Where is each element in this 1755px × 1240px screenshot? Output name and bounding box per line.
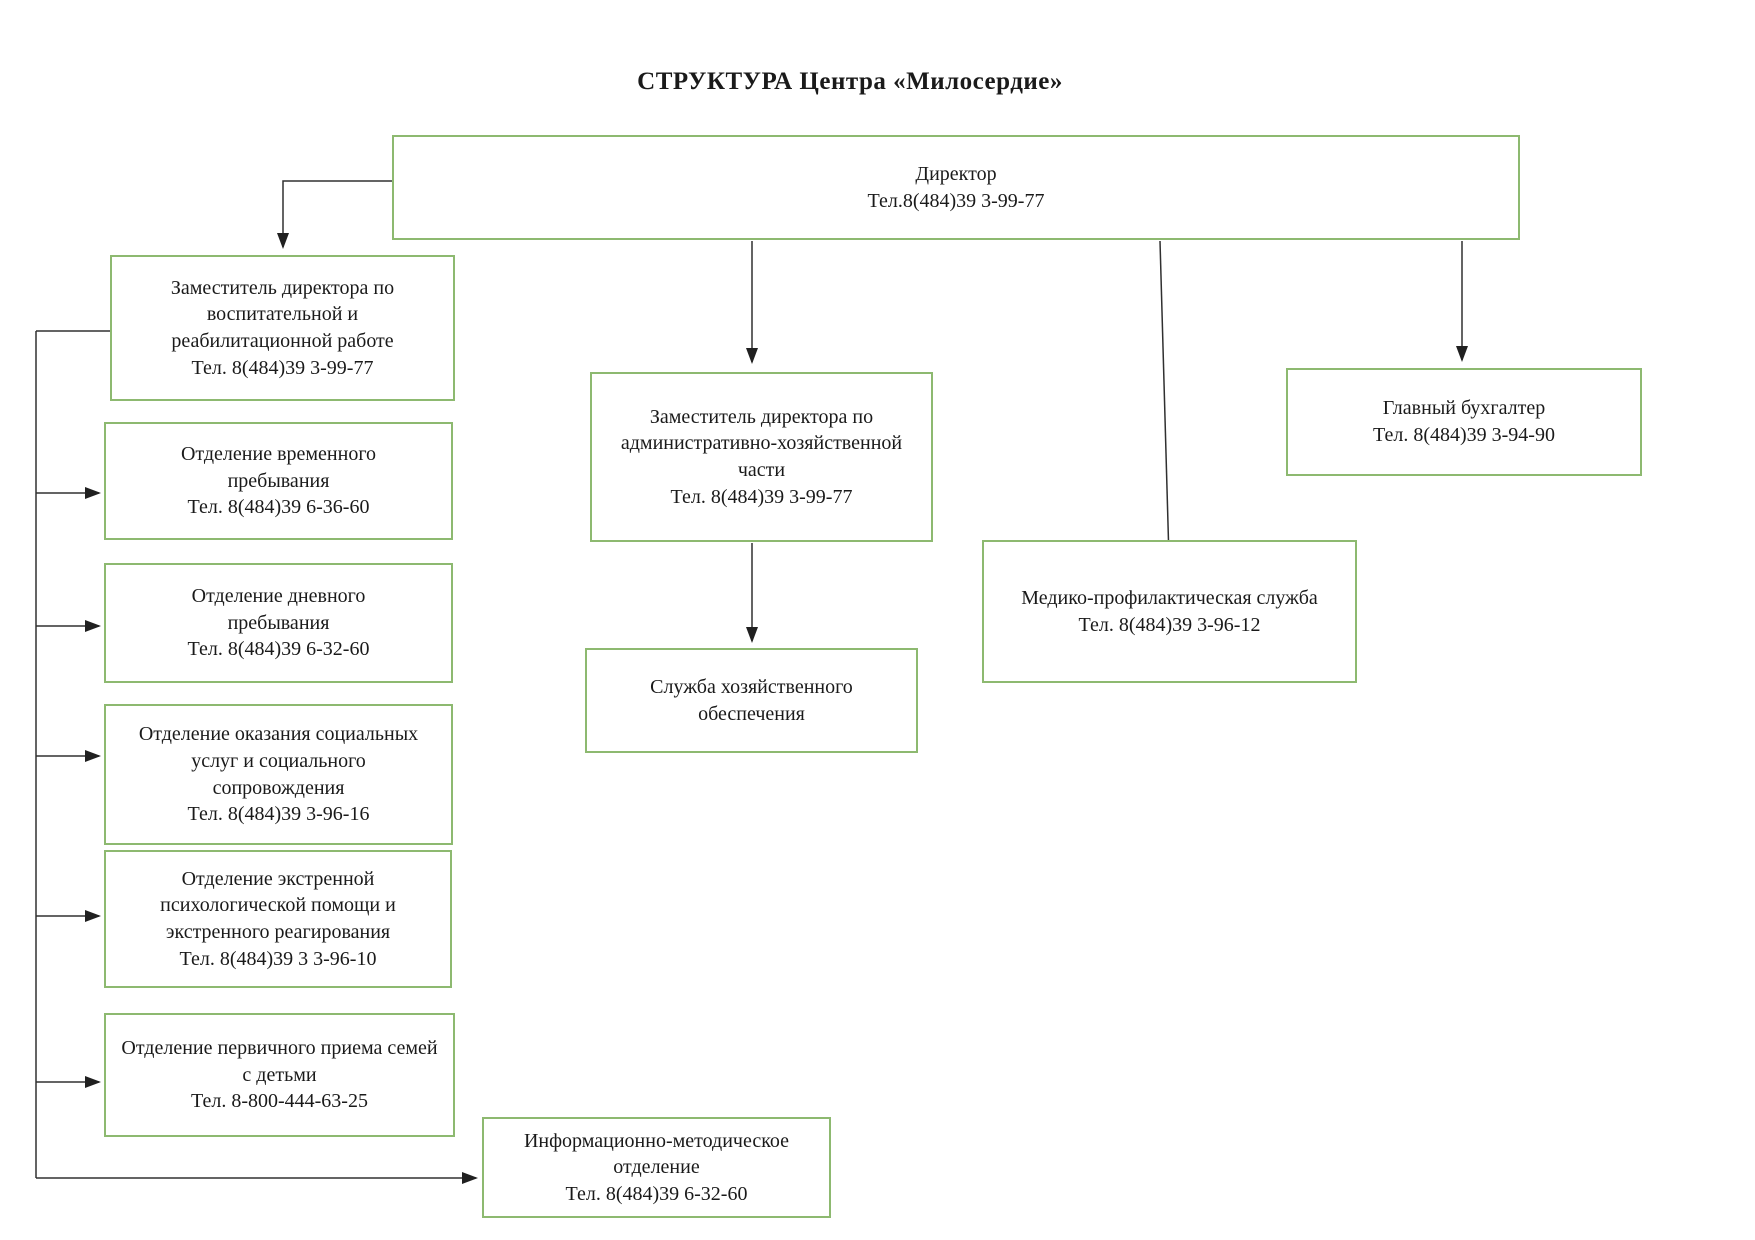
page-title: СТРУКТУРА Центра «Милосердие» <box>637 68 1063 95</box>
box-household-service: Служба хозяйственного обеспечения <box>585 648 918 753</box>
box-social-services: Отделение оказания социальных услуг и со… <box>104 704 453 845</box>
box-medical-service-name: Медико-профилактическая служба <box>1021 586 1318 609</box>
box-psychological-help-phone: Тел. 8(484)39 3 3-96-10 <box>179 947 377 970</box>
box-information-methodical-phone: Тел. 8(484)39 6-32-60 <box>565 1182 748 1205</box>
box-day-stay-name: Отделение дневного пребывания <box>191 585 366 634</box>
box-psychological-help-name: Отделение экстренной психологической пом… <box>160 867 396 943</box>
box-primary-intake-phone: Тел. 8-800-444-63-25 <box>191 1090 368 1113</box>
box-information-methodical: Информационно-методическое отделение Тел… <box>482 1117 831 1218</box>
box-temporary-stay-phone: Тел. 8(484)39 6-36-60 <box>187 496 370 519</box>
connector-director-to-deputy-edu <box>277 180 392 249</box>
box-household-service-name: Служба хозяйственного обеспечения <box>650 675 853 725</box>
box-primary-intake-name: Отделение первичного приема семей с деть… <box>121 1037 438 1086</box>
box-medical-service: Медико-профилактическая служба Тел. 8(48… <box>982 540 1357 683</box>
box-deputy-admin: Заместитель директора по административно… <box>590 372 933 542</box>
box-chief-accountant-name: Главный бухгалтер <box>1382 397 1546 420</box>
box-deputy-admin-phone: Тел. 8(484)39 3-99-77 <box>670 485 853 508</box>
box-day-stay: Отделение дневного пребывания Тел. 8(484… <box>104 563 453 683</box>
box-deputy-admin-name: Заместитель директора по административно… <box>620 405 903 481</box>
box-social-services-phone: Тел. 8(484)39 3-96-16 <box>187 803 370 826</box>
box-director-phone: Тел.8(484)39 3-99-77 <box>867 189 1045 212</box>
box-temporary-stay-name: Отделение временного пребывания <box>180 443 377 492</box>
box-chief-accountant: Главный бухгалтер Тел. 8(484)39 3-94-90 <box>1286 368 1642 476</box>
box-deputy-education-name: Заместитель директора по воспитательной … <box>170 276 395 352</box>
box-deputy-education-phone: Тел. 8(484)39 3-99-77 <box>191 356 374 379</box>
box-chief-accountant-phone: Тел. 8(484)39 3-94-90 <box>1373 424 1555 446</box>
box-day-stay-phone: Тел. 8(484)39 6-32-60 <box>187 638 370 661</box>
box-director-name: Директор <box>915 162 997 185</box>
box-primary-intake: Отделение первичного приема семей с деть… <box>104 1013 455 1137</box>
box-psychological-help: Отделение экстренной психологической пом… <box>104 850 452 988</box>
box-medical-service-phone: Тел. 8(484)39 3-96-12 <box>1078 613 1261 636</box>
box-deputy-education: Заместитель директора по воспитательной … <box>110 255 455 401</box>
box-social-services-name: Отделение оказания социальных услуг и со… <box>138 723 419 799</box>
box-temporary-stay: Отделение временного пребывания Тел. 8(4… <box>104 422 453 540</box>
box-information-methodical-name: Информационно-методическое отделение <box>523 1129 790 1179</box>
box-director: Директор Тел.8(484)39 3-99-77 <box>392 135 1520 240</box>
